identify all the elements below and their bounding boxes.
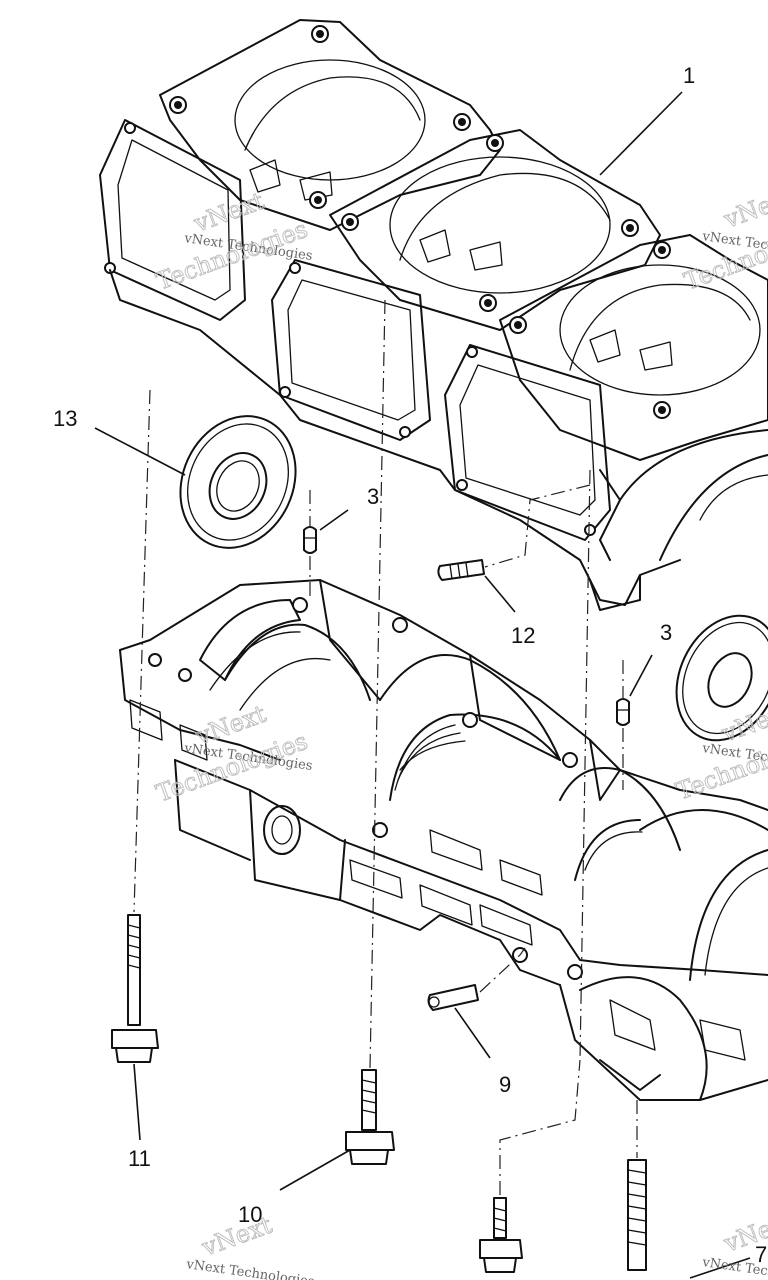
leader-9 xyxy=(454,1007,491,1059)
watermark-5: vNext vNext Technologies xyxy=(184,1210,315,1280)
bolt-part-10 xyxy=(345,1069,395,1165)
leader-7 xyxy=(689,1257,751,1279)
svg-text:vNext: vNext xyxy=(198,1211,276,1262)
leader-3a xyxy=(319,509,349,531)
callout-12: 12 xyxy=(511,623,535,648)
dowel-pin-upper xyxy=(303,526,317,554)
svg-text:Technologies: Technologies xyxy=(680,215,768,296)
svg-text:vNext: vNext xyxy=(718,697,768,748)
leader-3b xyxy=(629,654,653,697)
callout-3-upper: 3 xyxy=(367,484,379,509)
leader-13 xyxy=(94,427,186,476)
dowel-pin-right xyxy=(616,698,630,726)
leader-10 xyxy=(279,1149,351,1191)
svg-text:vNext: vNext xyxy=(720,183,768,234)
watermark-2: vNext vNext Technologies Technologies xyxy=(680,182,768,296)
leader-1 xyxy=(599,91,683,176)
bolt-part-7 xyxy=(627,1159,647,1271)
watermark-6: vNext vNext Technologies xyxy=(700,1206,768,1280)
callout-7: 7 xyxy=(755,1242,767,1267)
leader-12 xyxy=(484,575,516,613)
bolt-lower xyxy=(479,1197,523,1273)
watermark-3: vNext vNext Technologies Technologies xyxy=(152,699,313,808)
callout-3-right: 3 xyxy=(660,620,672,645)
assembly-lines xyxy=(133,299,638,1195)
stud-part-12 xyxy=(437,559,485,581)
watermark-1: vNext vNext Technologies Technologies xyxy=(152,186,313,296)
svg-text:vNext Technologies: vNext Technologies xyxy=(184,1257,315,1280)
upper-crankcase xyxy=(99,19,768,611)
bolt-part-11 xyxy=(111,914,159,1063)
crankshaft-seal-left xyxy=(179,415,297,549)
callout-11: 11 xyxy=(128,1146,151,1171)
lower-crankcase xyxy=(119,579,768,1101)
stud-part-9 xyxy=(427,984,479,1011)
callout-10: 10 xyxy=(238,1202,262,1227)
callout-13: 13 xyxy=(53,406,77,431)
callout-1: 1 xyxy=(683,63,695,88)
callout-9: 9 xyxy=(499,1072,511,1097)
crankshaft-seal-right xyxy=(675,614,768,742)
leader-11 xyxy=(133,1063,141,1141)
